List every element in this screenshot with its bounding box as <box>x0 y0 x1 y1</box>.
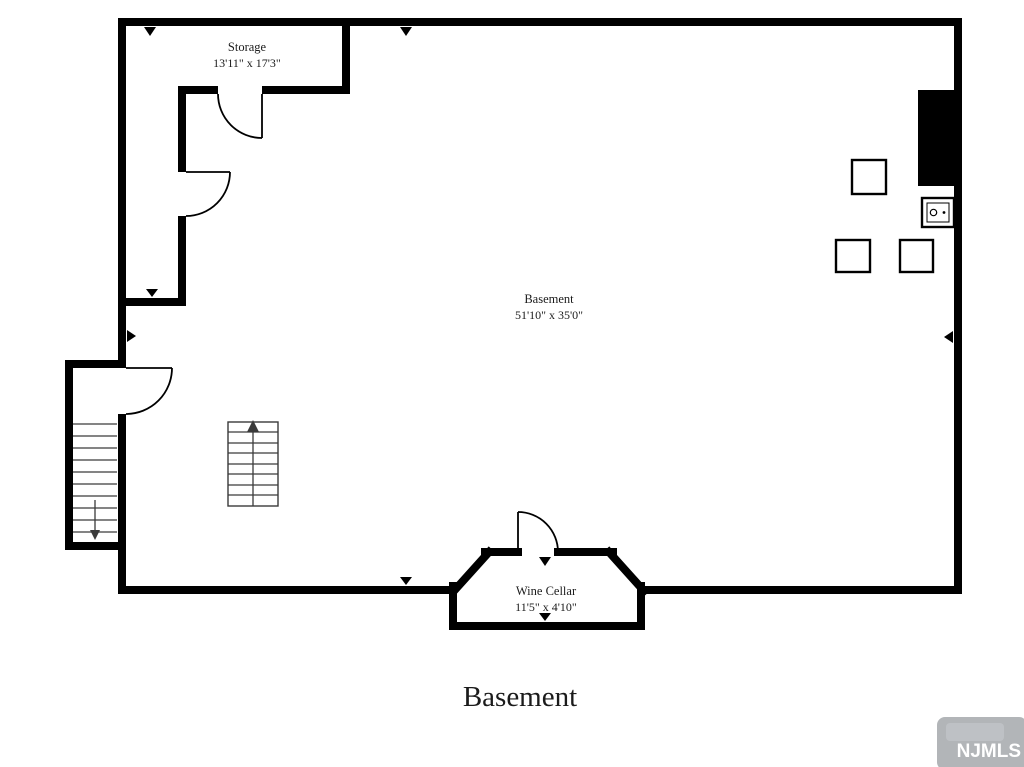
utility-box-inner <box>926 202 950 223</box>
fixture-square <box>898 238 935 274</box>
wall-marker-top-storage <box>144 27 156 36</box>
stair-bay-door-arc <box>125 367 173 415</box>
wine-cellar-diagonal-left <box>447 546 495 598</box>
storage-label: Storage <box>228 40 267 54</box>
fixture-squares <box>834 158 935 274</box>
wall-marker-stub <box>146 289 158 297</box>
stair-bay-door <box>125 367 173 415</box>
wall-marker-wine-cellar-top <box>539 557 551 566</box>
stairs-up-arrow <box>247 420 259 432</box>
corridor-wall-lower <box>178 216 186 306</box>
storage-bottom-wall-left <box>178 86 218 94</box>
wall-right <box>954 18 962 594</box>
wine-cellar-label: Wine Cellar <box>516 584 577 598</box>
storage-dims: 13'11" x 17'3" <box>213 56 281 70</box>
wall-marker-right <box>944 331 953 343</box>
wall-left-upper <box>118 18 126 368</box>
corridor-door <box>185 171 231 217</box>
fixture-square <box>850 158 888 196</box>
wall-bottom-left <box>118 586 453 594</box>
main-stairs <box>227 420 279 507</box>
storage-bottom-wall-right <box>262 86 350 94</box>
wall-marker-wine-cellar-bottom <box>539 613 551 621</box>
storage-door <box>217 93 263 139</box>
wall-top <box>118 18 962 26</box>
stair-bay-bottom-wall <box>65 542 126 550</box>
watermark-text: NJMLS <box>957 741 1021 762</box>
storage-door-arc <box>217 93 263 139</box>
wine-cellar-walls <box>447 546 650 630</box>
basement-label: Basement <box>524 292 574 306</box>
corridor-door-arc <box>185 171 231 217</box>
utility-box-dot <box>942 211 946 214</box>
wine-cellar-outer-walls <box>449 582 645 630</box>
wall-bottom-right <box>641 586 962 594</box>
utility-box-icon <box>929 208 938 217</box>
watermark: NJMLS <box>937 717 1024 767</box>
wall-marker-top-main <box>400 27 412 36</box>
stair-bay-left-wall <box>65 360 73 550</box>
wine-cellar-door <box>517 511 559 553</box>
stair-bay-top-wall <box>65 360 126 368</box>
utility-box <box>920 196 956 229</box>
wall-marker-bottom <box>400 577 412 585</box>
storage-right-wall <box>342 18 350 94</box>
wine-cellar-door-arc <box>517 511 559 553</box>
watermark-logo-mark <box>946 723 1004 741</box>
corridor-wall-upper <box>178 86 186 172</box>
wall-markers <box>127 27 953 621</box>
stairs-down-arrow <box>90 530 100 540</box>
wine-cellar-dims: 11'5" x 4'10" <box>515 600 577 614</box>
stub-wall <box>118 298 186 306</box>
walls <box>65 18 962 630</box>
doors <box>125 93 559 553</box>
room-labels: Storage 13'11" x 17'3" Basement 51'10" x… <box>213 40 583 614</box>
bay-stairs <box>73 423 117 540</box>
basement-dims: 51'10" x 35'0" <box>515 308 583 322</box>
wall-marker-left <box>127 330 136 342</box>
fixture-square <box>834 238 872 274</box>
wall-left-lower <box>118 414 126 594</box>
chimney-block <box>918 90 954 186</box>
page-title: Basement <box>463 681 577 713</box>
